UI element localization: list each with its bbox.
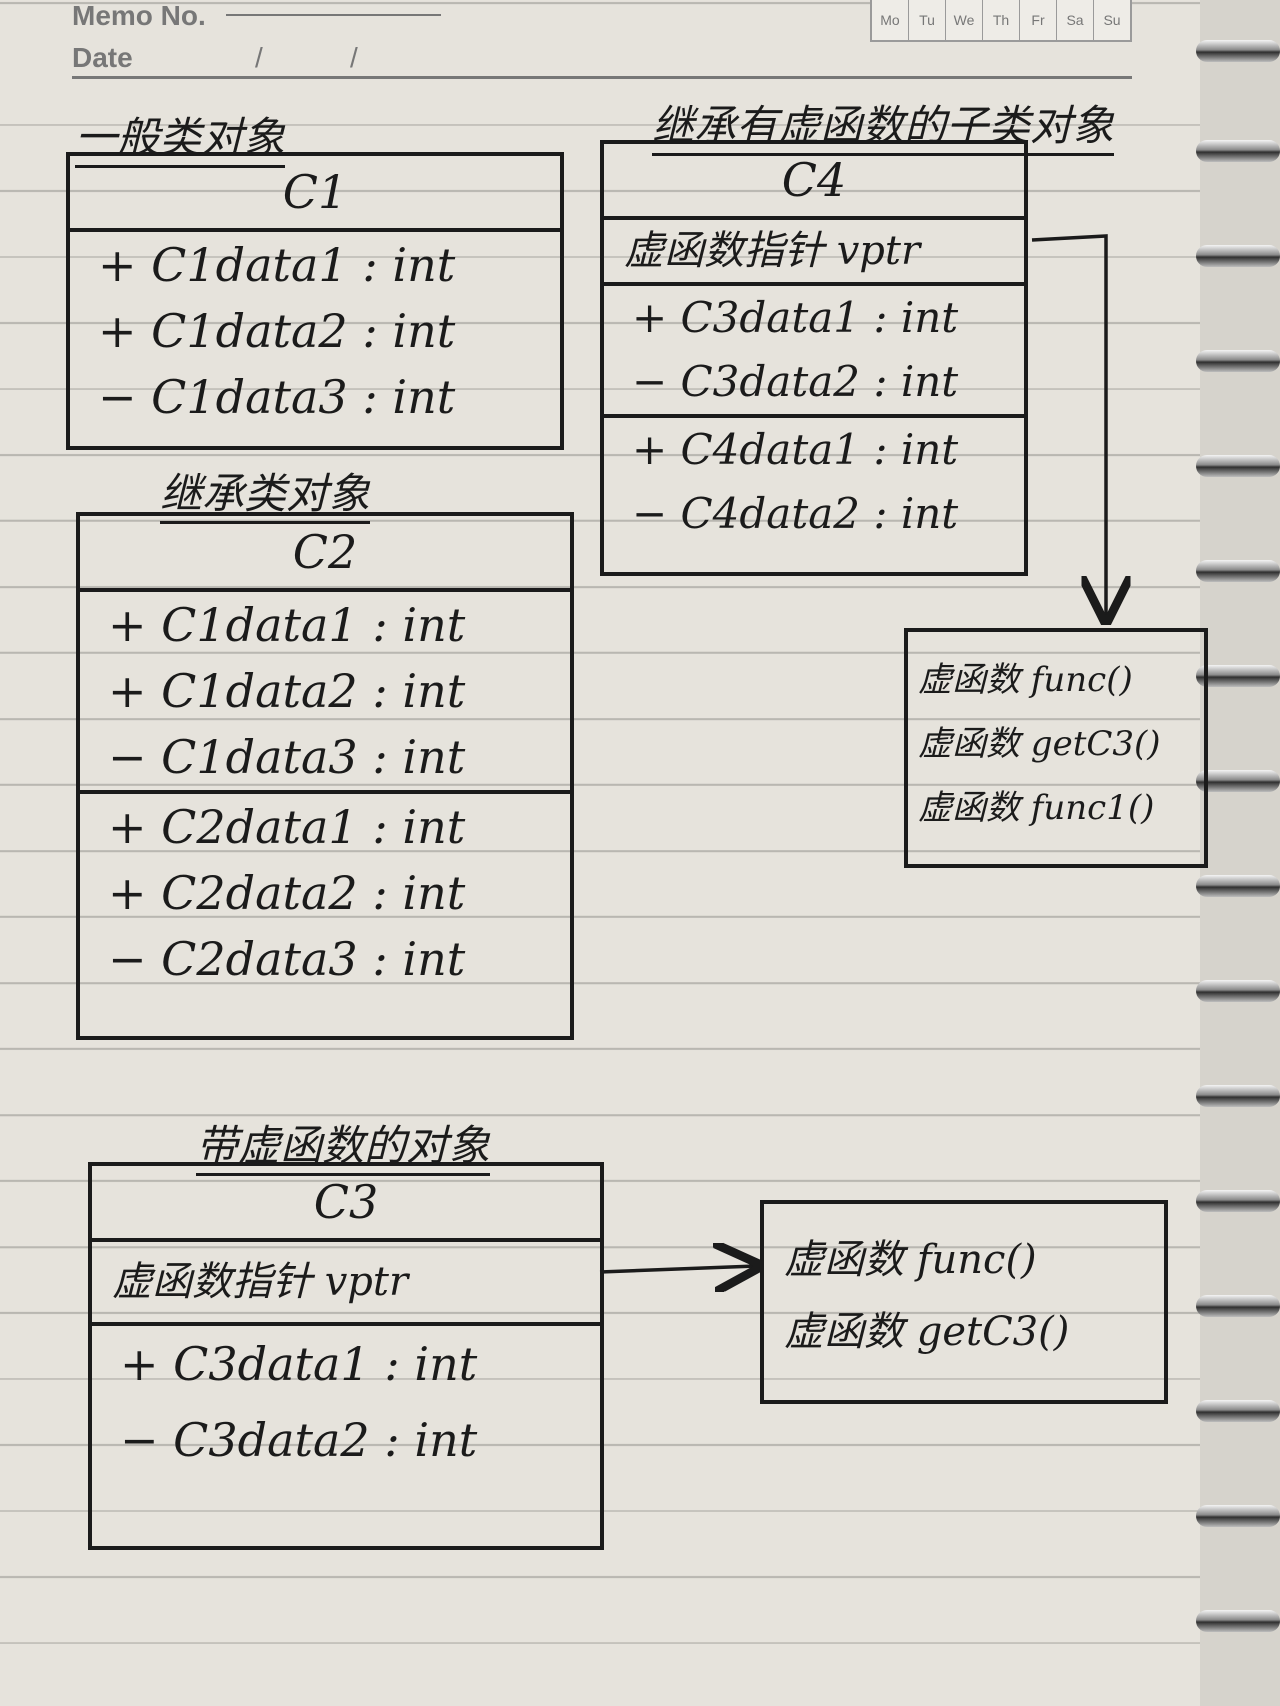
field-row: − C2data3 : int — [108, 932, 466, 986]
vtable-entry: 虚函数 func() — [918, 660, 1133, 700]
c3-class-name: C3 — [92, 1166, 600, 1242]
binding-ring — [1196, 1505, 1280, 1527]
weekday-box[interactable]: Fr — [1020, 0, 1057, 40]
c2-inherited-fields: + C1data1 : int + C1data2 : int − C1data… — [80, 592, 570, 794]
binding-ring — [1196, 665, 1280, 687]
c4-vtable-box: 虚函数 func() 虚函数 getC3() 虚函数 func1() — [904, 628, 1208, 868]
weekday-box[interactable]: Tu — [909, 0, 946, 40]
vtable-entry: 虚函数 func() — [784, 1237, 1037, 1283]
c3-vtable-box: 虚函数 func() 虚函数 getC3() — [760, 1200, 1168, 1404]
c3-vptr: 虚函数指针 vptr — [92, 1242, 600, 1326]
vtable-entry: 虚函数 func1() — [918, 788, 1155, 828]
field-row: − C3data2 : int — [120, 1413, 478, 1467]
date-separator: / — [255, 42, 263, 73]
c4-vptr: 虚函数指针 vptr — [604, 220, 1024, 286]
weekday-boxes: Mo Tu We Th Fr Sa Su — [870, 0, 1132, 42]
field-row: + C2data1 : int — [108, 800, 466, 854]
c4-own-fields: + C4data1 : int − C4data2 : int — [604, 418, 1024, 546]
header-rule — [72, 76, 1132, 79]
field-row: + C3data1 : int — [632, 293, 959, 342]
binding-ring — [1196, 350, 1280, 372]
binding-ring — [1196, 1085, 1280, 1107]
field-row: + C1data2 : int — [108, 664, 466, 718]
binding-ring — [1196, 40, 1280, 62]
weekday-box[interactable]: Th — [983, 0, 1020, 40]
binding-ring — [1196, 245, 1280, 267]
binding-ring — [1196, 140, 1280, 162]
binding-ring — [1196, 770, 1280, 792]
c2-class-name: C2 — [80, 516, 570, 592]
binding-ring — [1196, 455, 1280, 477]
weekday-box[interactable]: Sa — [1057, 0, 1094, 40]
c2-class-box: C2 + C1data1 : int + C1data2 : int − C1d… — [76, 512, 574, 1040]
binding-ring — [1196, 875, 1280, 897]
c1-class-name: C1 — [70, 156, 560, 232]
memo-label: Memo No. — [72, 0, 206, 31]
c1-fields: + C1data1 : int + C1data2 : int − C1data… — [70, 232, 560, 430]
field-row: + C1data2 : int — [98, 304, 456, 358]
field-row: + C1data1 : int — [108, 598, 466, 652]
binding-ring — [1196, 1190, 1280, 1212]
c3-title: 带虚函数的对象 — [196, 1112, 491, 1176]
c3-fields: + C3data1 : int − C3data2 : int — [92, 1326, 600, 1478]
date-label: Date — [72, 42, 133, 73]
weekday-box[interactable]: Mo — [872, 0, 909, 40]
c4-class-box: C4 虚函数指针 vptr + C3data1 : int − C3data2 … — [600, 140, 1028, 576]
field-row: − C1data3 : int — [98, 370, 456, 424]
field-row: − C3data2 : int — [632, 357, 959, 406]
binding-ring — [1196, 980, 1280, 1002]
date-separator: / — [350, 42, 358, 73]
field-row: − C4data2 : int — [632, 489, 959, 538]
c2-title: 继承类对象 — [160, 460, 371, 524]
memo-number-line — [226, 14, 441, 16]
c4-class-name: C4 — [604, 144, 1024, 220]
field-row: + C4data1 : int — [632, 425, 959, 474]
c1-class-box: C1 + C1data1 : int + C1data2 : int − C1d… — [66, 152, 564, 450]
c4-inherited-fields: + C3data1 : int − C3data2 : int — [604, 286, 1024, 418]
binding-ring — [1196, 1610, 1280, 1632]
field-row: − C1data3 : int — [108, 730, 466, 784]
field-row: + C2data2 : int — [108, 866, 466, 920]
binding-ring — [1196, 1400, 1280, 1422]
field-row: + C3data1 : int — [120, 1337, 478, 1391]
vtable-entry: 虚函数 getC3() — [784, 1309, 1070, 1355]
binding-ring — [1196, 560, 1280, 582]
weekday-box[interactable]: Su — [1103, 12, 1121, 28]
c2-own-fields: + C2data1 : int + C2data2 : int − C2data… — [80, 794, 570, 992]
c3-class-box: C3 虚函数指针 vptr + C3data1 : int − C3data2 … — [88, 1162, 604, 1550]
binding-ring — [1196, 1295, 1280, 1317]
weekday-box[interactable]: We — [946, 0, 983, 40]
field-row: + C1data1 : int — [98, 238, 456, 292]
vtable-entry: 虚函数 getC3() — [918, 724, 1161, 764]
